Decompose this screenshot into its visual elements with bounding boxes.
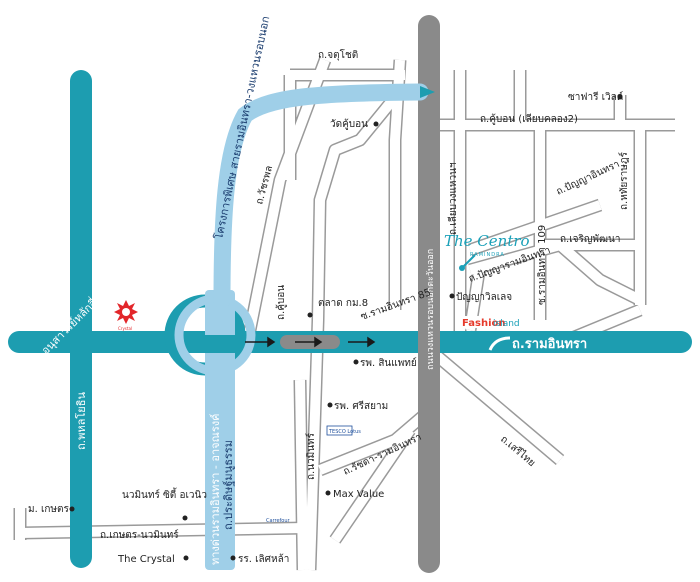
project-road: [213, 83, 429, 309]
tesco-lotus-text: TESCO Lotus: [328, 429, 361, 435]
poi-safari-world: ซาฟารี เวิลด์: [568, 91, 623, 103]
label-outer-ring: ถนนวงแหวนรอบนอกตะวันออก: [426, 249, 436, 370]
label-navamin: ถ.นวมินทร์: [305, 432, 317, 480]
label-charoenphatthana: ถ.เจริญพัฒนา: [560, 234, 620, 245]
poi-the-crystal: The Crystal: [117, 554, 175, 565]
poi-dot: [182, 515, 188, 521]
poi-carrefour: Carrefour: [266, 518, 291, 524]
svg-text:RAMINDRA: RAMINDRA: [470, 252, 505, 258]
poi-panya-village: ปัญญาวิลเลจ: [456, 292, 512, 303]
expressway-crossing: [205, 335, 235, 353]
the-centro-logo: The Centro RAMINDRA: [444, 232, 530, 271]
label-hathairat: ถ.หทัยราษฎร์: [618, 151, 630, 210]
label-project: โครงการพิเศษ สายรามอินทรา-วงแหวนรอบนอก: [211, 15, 272, 241]
label-ramintra: ถ.รามอินทรา: [512, 337, 587, 352]
poi-dot: [617, 94, 623, 100]
svg-text:The Centro: The Centro: [444, 232, 530, 250]
poi-sriayam: รพ. ศรีสยาม: [334, 400, 388, 412]
poi-dot: [325, 490, 331, 496]
label-panyaindra: ถ.ปัญญาอินทรา: [555, 159, 622, 198]
label-khubon: ถ.คู้บอน: [275, 285, 287, 320]
label-khubon-liab: ถ.คู้บอน (เลียบคลอง2): [480, 113, 578, 125]
poi-navamin-city: นวมินทร์ ซิตี้ อเวนิว: [122, 487, 207, 501]
direction-arrows: [245, 336, 376, 348]
expressway-ramintra-atnarong: [205, 290, 235, 570]
label-ramintra-atnarong: ทางด่วนรามอินทรา - อาจณรงค์: [209, 414, 222, 565]
poi-dot: [307, 312, 313, 318]
road-phahon: [70, 70, 92, 568]
label-chatuchot: ถ.จตุโชติ: [318, 48, 358, 61]
poi-dot: [69, 506, 75, 512]
poi-dot: [373, 121, 379, 127]
poi-max-value: Max Value: [333, 489, 384, 500]
label-kaset-navamin: ถ.เกษตร-นวมินทร์: [100, 529, 179, 541]
fashion-island-logo: Fashion island: [461, 316, 520, 329]
poi-dot: [230, 555, 236, 561]
crystal-logo: Crystal: [114, 300, 138, 331]
svg-text:island: island: [493, 319, 520, 329]
poi-dot: [183, 555, 189, 561]
label-liab-tawanok: ถ.เลียบวงแหวนฯ: [447, 162, 459, 235]
uturn-icon: [488, 336, 511, 351]
poi-m-kaset: ม. เกษตร: [28, 504, 70, 515]
svg-text:Fashion: Fashion: [462, 318, 505, 329]
tesco-lotus-logo: [326, 425, 353, 436]
poi-talad-km8: ตลาด กม.8: [318, 298, 368, 309]
local-roads: [13, 57, 675, 571]
label-prachachuen: ถ.ประดิษฐ์มนูธรรม: [222, 440, 235, 530]
poi-synphaet: รพ. สินแพทย์: [360, 357, 417, 369]
expressway-outer-ring: [418, 15, 440, 573]
poi-dot: [353, 359, 359, 365]
poi-rr-lertla: รร. เลิศหล้า: [238, 553, 289, 565]
label-phahon: ถ.พหลโยธิน: [74, 392, 88, 450]
svg-text:Crystal: Crystal: [118, 326, 132, 331]
poi-dot: [449, 293, 455, 299]
label-ramintra109: ซ.รามอินทรา 109: [537, 225, 548, 305]
poi-dot: [327, 402, 333, 408]
poi-wat-khubon: วัดคู้บอน: [330, 118, 368, 130]
project-road-end: [420, 86, 435, 98]
